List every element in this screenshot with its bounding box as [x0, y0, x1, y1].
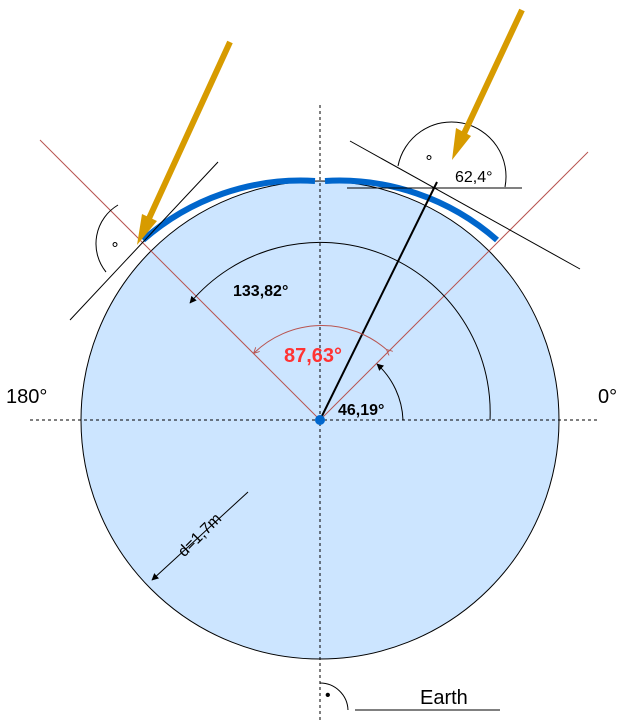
arc-segment-right	[324, 177, 499, 243]
angle-arc-top-left	[95, 204, 119, 273]
sun-arrow-right-shaft	[458, 8, 525, 142]
angle-arc-46	[376, 363, 404, 421]
right-angle-mark-top-right: ∘	[424, 149, 434, 166]
sun-arrow-right-head	[452, 128, 471, 160]
ray-right	[319, 151, 589, 421]
ray-left	[39, 139, 321, 421]
label-87-63: 87,63°	[284, 345, 342, 367]
earth-right-angle-arc	[319, 682, 349, 711]
diameter-arrow	[151, 491, 249, 581]
right-angle-mark-top-left: ∘	[110, 236, 120, 253]
sun-arrow-left-shaft	[143, 40, 233, 227]
label-46-19: 46,19°	[338, 402, 384, 419]
arc-segment-left	[141, 177, 316, 243]
center-point	[315, 415, 325, 425]
tangent-right	[349, 140, 581, 270]
label-62-4: 62,4°	[455, 169, 493, 186]
tangent-left	[69, 161, 219, 321]
angle-arc-133	[189, 241, 491, 421]
label-earth: Earth	[420, 687, 468, 709]
label-180-degrees: 180°	[6, 386, 47, 408]
angle-arc-top-right	[397, 121, 507, 188]
label-0-degrees: 0°	[598, 386, 617, 408]
angle-arc-87	[254, 324, 387, 353]
sun-arrow-left-head	[137, 214, 157, 245]
sun-ray-line	[319, 181, 438, 421]
earth-dot-mark: •	[325, 687, 331, 704]
label-133-82: 133,82°	[233, 283, 288, 300]
